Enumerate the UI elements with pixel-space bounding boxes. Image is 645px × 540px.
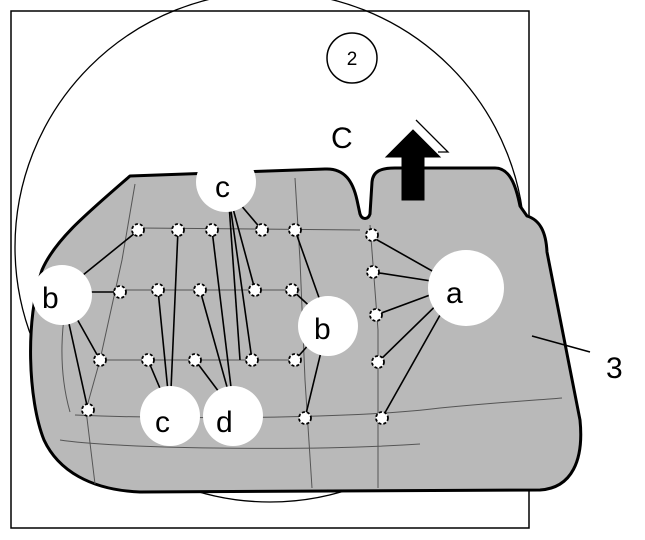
label-c-bottom: c <box>155 406 170 439</box>
callout-bubble-b-right <box>298 296 358 356</box>
callout-bubble-d <box>203 386 263 446</box>
fastener-point <box>131 223 145 237</box>
up-arrow-icon <box>384 119 450 201</box>
fastener-point <box>248 283 262 297</box>
callout-bubble-c-bottom <box>140 386 200 446</box>
fastener-point <box>375 411 389 425</box>
fastener-point <box>193 283 207 297</box>
fastener-point <box>245 353 259 367</box>
fastener-point <box>171 223 185 237</box>
fastener-point <box>141 353 155 367</box>
callout-bubble-c-top <box>196 152 256 212</box>
fastener-point <box>288 353 302 367</box>
fastener-point <box>285 283 299 297</box>
fastener-point <box>298 411 312 425</box>
label-a: a <box>446 277 463 310</box>
direction-label: C <box>331 122 353 155</box>
fastening-points <box>81 223 389 425</box>
label-c-top: c <box>215 171 230 204</box>
fastener-point <box>93 353 107 367</box>
fastener-point <box>365 228 379 242</box>
part-number-label: 3 <box>606 352 623 385</box>
detail-number-circle <box>326 32 378 84</box>
fastener-point <box>81 403 95 417</box>
label-d: d <box>216 406 233 439</box>
fastener-point <box>288 223 302 237</box>
callout-bubble-b-left <box>32 265 92 325</box>
fastener-point <box>205 223 219 237</box>
callout-bubble-a <box>428 250 504 326</box>
label-b-right: b <box>314 313 331 346</box>
fastener-point <box>151 283 165 297</box>
label-b-left: b <box>42 282 59 315</box>
fastener-point <box>366 265 380 279</box>
fastener-point <box>188 353 202 367</box>
fastener-point <box>369 308 383 322</box>
detail-number-label: 2 <box>347 49 358 70</box>
fastener-point <box>255 223 269 237</box>
fastener-point <box>371 355 385 369</box>
fastener-point <box>113 285 127 299</box>
callout-bubbles <box>32 152 504 446</box>
